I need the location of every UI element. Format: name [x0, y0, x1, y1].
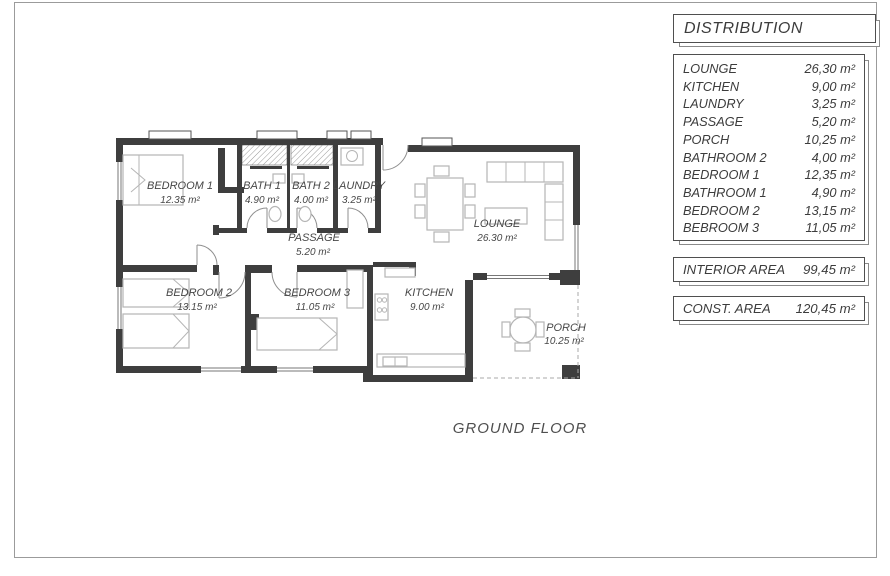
area-kitchen: 9.00 m² — [410, 302, 445, 313]
room-area: 5,20 m² — [811, 114, 855, 130]
area-bedroom2: 13.15 m² — [177, 302, 217, 313]
room-area: 10,25 m² — [804, 131, 855, 147]
table-row: LOUNGE 26,30 m² — [674, 60, 864, 78]
table-row: BEDROOM 2 13,15 m² — [674, 202, 864, 220]
label-laundry: LAUNDRY — [333, 180, 386, 192]
room-name: KITCHEN — [683, 78, 740, 94]
area-porch: 10.25 m² — [544, 336, 584, 347]
label-bath2: BATH 2 — [292, 180, 330, 192]
area-bath1: 4.90 m² — [245, 195, 280, 206]
room-area: 4,00 m² — [811, 149, 855, 165]
lounge-sofa — [484, 161, 564, 241]
ground-floor-title: GROUND FLOOR — [452, 420, 588, 437]
label-bedroom1: BEDROOM 1 — [147, 180, 213, 192]
room-labels: BEDROOM 1 12.35 m² BATH 1 4.90 m² BATH 2… — [147, 180, 586, 347]
label-kitchen: KITCHEN — [405, 287, 453, 299]
room-name: LAUNDRY — [683, 96, 744, 112]
room-name: BATHROOM 2 — [683, 149, 767, 165]
const-area-box: CONST. AREA 120,45 m² — [673, 296, 865, 321]
porch-table-and-chairs — [501, 308, 545, 352]
room-area: 9,00 m² — [811, 78, 855, 94]
const-area-value: 120,45 m² — [795, 301, 855, 316]
distribution-title: DISTRIBUTION — [684, 19, 803, 37]
shower-hatch-areas — [241, 144, 334, 169]
room-area: 4,90 m² — [811, 184, 855, 200]
interior-area-value: 99,45 m² — [802, 262, 855, 277]
label-passage: PASSAGE — [288, 232, 340, 244]
kitchen-appliances — [374, 267, 466, 368]
room-name: BATHROOM 1 — [683, 184, 767, 200]
area-bedroom3: 11.05 m² — [296, 302, 335, 313]
dining-table-and-chairs — [414, 165, 476, 243]
table-row: KITCHEN 9,00 m² — [674, 78, 864, 96]
label-bedroom2: BEDROOM 2 — [166, 287, 232, 299]
floor-plan-drawing: BEDROOM 1 12.35 m² BATH 1 4.90 m² BATH 2… — [116, 130, 586, 382]
porch-dashed-boundary — [473, 285, 579, 379]
label-bath1: BATH 1 — [243, 180, 281, 192]
bath-fixtures — [268, 173, 312, 223]
bedroom1-bed — [122, 154, 184, 206]
const-area-label: CONST. AREA — [683, 301, 771, 316]
area-bath2: 4.00 m² — [294, 195, 329, 206]
table-row: PORCH 10,25 m² — [674, 131, 864, 149]
bedroom2-beds — [122, 278, 190, 349]
room-area: 11,05 m² — [805, 220, 855, 236]
door-arcs — [196, 144, 409, 299]
room-name: BEBROOM 3 — [683, 220, 760, 236]
room-area: 12,35 m² — [804, 167, 855, 183]
table-row: LAUNDRY 3,25 m² — [674, 95, 864, 113]
room-name: PORCH — [683, 131, 730, 147]
room-name: BEDROOM 1 — [683, 167, 760, 183]
interior-area-label: INTERIOR AREA — [683, 262, 786, 277]
label-lounge: LOUNGE — [474, 218, 521, 230]
windows — [116, 130, 580, 373]
walls — [116, 138, 580, 382]
area-laundry: 3.25 m² — [342, 195, 377, 206]
table-row: BEDROOM 1 12,35 m² — [674, 166, 864, 184]
table-row: BEBROOM 3 11,05 m² — [674, 219, 864, 237]
area-passage: 5.20 m² — [296, 247, 331, 258]
distribution-table: LOUNGE 26,30 m² KITCHEN 9,00 m² LAUNDRY … — [673, 54, 865, 241]
room-name: PASSAGE — [683, 114, 744, 130]
label-porch: PORCH — [546, 322, 586, 334]
area-lounge: 26.30 m² — [476, 233, 517, 244]
area-bedroom1: 12.35 m² — [160, 195, 200, 206]
table-row: PASSAGE 5,20 m² — [674, 113, 864, 131]
room-area: 13,15 m² — [804, 202, 855, 218]
table-row: BATHROOM 1 4,90 m² — [674, 184, 864, 202]
room-area: 26,30 m² — [804, 61, 855, 76]
interior-area-box: INTERIOR AREA 99,45 m² — [673, 257, 865, 282]
laundry-washer — [340, 147, 364, 166]
table-row: BATHROOM 2 4,00 m² — [674, 149, 864, 167]
distribution-title-box: DISTRIBUTION — [673, 14, 876, 43]
room-name: BEDROOM 2 — [683, 202, 760, 218]
room-name: LOUNGE — [683, 61, 738, 76]
label-bedroom3: BEDROOM 3 — [284, 287, 351, 299]
bedroom3-bed — [256, 269, 364, 351]
room-area: 3,25 m² — [811, 96, 855, 112]
